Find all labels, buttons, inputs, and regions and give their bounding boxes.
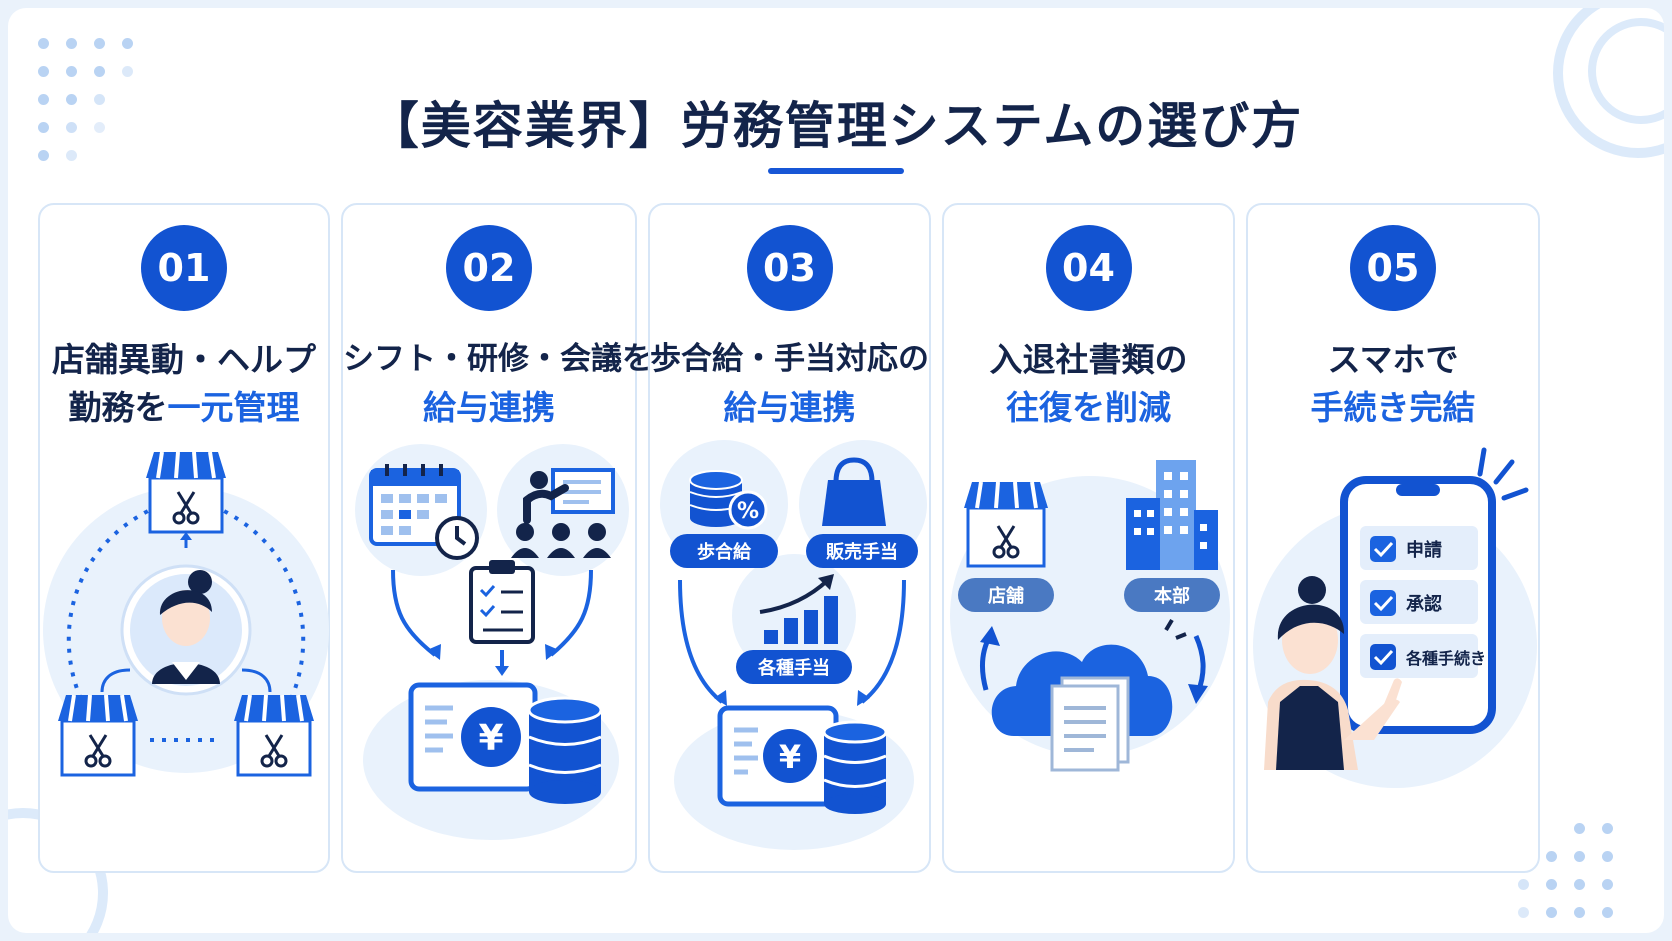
checklist-icon xyxy=(469,560,535,644)
card-02-illustration: ¥ xyxy=(355,444,629,840)
card-number: 04 xyxy=(1045,225,1132,311)
card-04: 04 入退社書類の 往復を削減 店舗 xyxy=(942,203,1235,873)
checklist-item-2: 承認 xyxy=(1360,580,1478,624)
title-underline xyxy=(768,168,904,174)
svg-text:¥: ¥ xyxy=(478,718,503,759)
card-heading-line2: 手続き完結 xyxy=(1248,381,1538,429)
growth-chart-icon xyxy=(759,574,838,644)
scissors-icon xyxy=(172,491,200,525)
calendar-icon xyxy=(369,464,461,546)
svg-text:承認: 承認 xyxy=(1406,593,1442,615)
card-01: 01 店舗異動・ヘルプ 勤務を一元管理 xyxy=(38,203,330,873)
svg-text:販売手当: 販売手当 xyxy=(826,541,898,563)
card-number: 05 xyxy=(1350,225,1436,311)
svg-text:各種手続き: 各種手続き xyxy=(1405,649,1486,668)
document-icon xyxy=(1050,676,1130,772)
card-03-illustration: % 歩合給 販売手当 各種手当 xyxy=(660,440,927,850)
card-heading-line2: 給与連携 xyxy=(650,381,929,429)
card-heading-line1: 入退社書類の xyxy=(989,340,1188,379)
card-heading-line2-accent: 給与連携 xyxy=(723,388,856,427)
shop-icon xyxy=(964,481,1048,568)
svg-text:各種手当: 各種手当 xyxy=(757,657,830,679)
card-heading-line1: スマホで xyxy=(1327,340,1459,379)
coins-percent-icon: % xyxy=(689,470,768,530)
svg-text:歩合給: 歩合給 xyxy=(697,541,752,563)
card-02: 02 シフト・研修・会議を 給与連携 xyxy=(341,203,653,873)
card-03: 03 歩合給・手当対応の 給与連携 % 歩合給 xyxy=(648,203,931,873)
infographic-canvas: 【美容業界】労務管理システムの選び方 01 店舗異動・ヘルプ 勤務を一元管理 xyxy=(8,8,1664,933)
card-04-illustration: 店舗 本部 xyxy=(950,460,1230,772)
payroll-screen-icon: ¥ xyxy=(717,705,839,807)
card-heading-line2: 勤務を一元管理 xyxy=(40,381,328,429)
decorative-ring-top-right-inner xyxy=(1588,18,1664,124)
hq-label: 本部 xyxy=(1124,578,1220,612)
card-number: 01 xyxy=(141,225,227,311)
checklist-item-1: 申請 xyxy=(1360,526,1478,570)
training-icon xyxy=(511,468,615,558)
card-heading-line2-accent: 手続き完結 xyxy=(1310,388,1476,427)
shop-icon xyxy=(58,694,138,777)
svg-text:店舗: 店舗 xyxy=(988,585,1024,607)
card-number: 02 xyxy=(446,225,532,311)
card-heading-line2: 往復を削減 xyxy=(944,381,1233,429)
card-heading-line1: 歩合給・手当対応の xyxy=(650,341,929,377)
card-heading-line2-accent: 給与連携 xyxy=(423,388,555,427)
card-05-illustration: 申請 承認 各種手続き xyxy=(1253,447,1537,788)
card-heading-line2-dark: 勤務を xyxy=(68,388,168,427)
card-heading-line2-accent: 一元管理 xyxy=(167,388,300,427)
svg-text:本部: 本部 xyxy=(1154,585,1190,607)
card-heading-line2-accent: 往復を削減 xyxy=(1006,388,1171,427)
card-05: 05 スマホで 手続き完結 申請 承認 xyxy=(1246,203,1540,873)
office-building-icon xyxy=(1126,460,1218,570)
card-heading-line2: 給与連携 xyxy=(343,381,635,429)
card-01-illustration xyxy=(43,451,329,777)
database-icon xyxy=(527,696,603,804)
store-label: 店舗 xyxy=(958,578,1054,612)
sales-allowance-label: 販売手当 xyxy=(806,534,918,568)
svg-text:¥: ¥ xyxy=(779,738,801,776)
page-title: 【美容業界】労務管理システムの選び方 xyxy=(368,97,1304,155)
card-number: 03 xyxy=(746,225,833,311)
allowance-label: 各種手当 xyxy=(736,650,852,684)
decorative-ring-top-right xyxy=(1553,8,1664,158)
shop-icon xyxy=(234,694,314,777)
clock-icon xyxy=(435,516,479,560)
commission-label: 歩合給 xyxy=(670,534,778,568)
card-heading-line1: シフト・研修・会議を xyxy=(343,341,653,377)
card-heading-line1: 店舗異動・ヘルプ xyxy=(52,340,316,379)
staff-person-icon xyxy=(120,564,252,696)
svg-text:%: % xyxy=(737,499,759,524)
database-icon xyxy=(822,720,888,814)
payroll-screen-icon: ¥ xyxy=(408,682,538,792)
shopping-bag-icon xyxy=(822,457,886,526)
checklist-item-3: 各種手続き xyxy=(1360,634,1486,678)
svg-text:申請: 申請 xyxy=(1406,539,1442,561)
shop-icon xyxy=(146,451,226,534)
staff-person-icon xyxy=(1264,576,1402,770)
